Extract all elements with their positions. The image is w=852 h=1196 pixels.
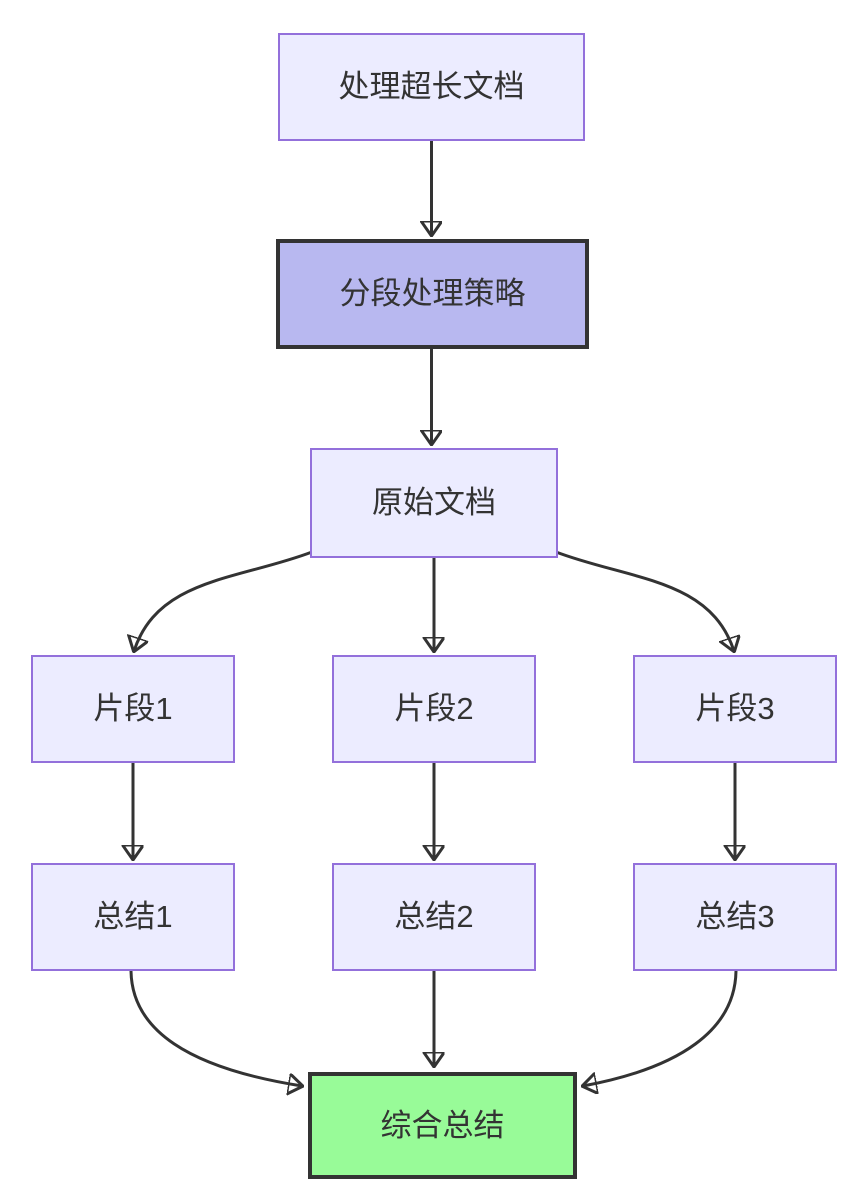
node-summary-2: 总结2 [332, 863, 536, 971]
edge-summary1-final [129, 970, 302, 1086]
node-fragment-2: 片段2 [332, 655, 536, 763]
node-fragment-3: 片段3 [633, 655, 837, 763]
node-task: 处理超长文档 [278, 33, 585, 141]
edge-original-fragment1 [134, 550, 313, 651]
node-original-doc: 原始文档 [310, 448, 558, 558]
node-fragment-1: 片段1 [31, 655, 235, 763]
edge-summary3-final [583, 970, 738, 1086]
node-strategy: 分段处理策略 [276, 239, 589, 349]
edge-original-fragment3 [555, 550, 734, 651]
node-final-summary: 综合总结 [308, 1072, 577, 1179]
node-summary-1: 总结1 [31, 863, 235, 971]
node-summary-3: 总结3 [633, 863, 837, 971]
